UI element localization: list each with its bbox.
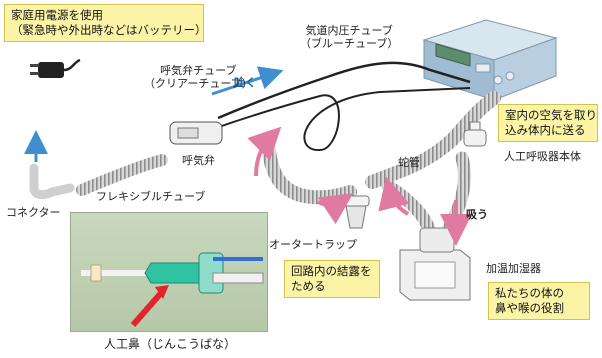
humidifier-role-note: 私たちの体の 鼻や喉の役割 xyxy=(488,282,590,320)
artificial-nose-arrow xyxy=(130,291,164,327)
exhale-tube-line1: 呼気弁チューブ xyxy=(160,64,237,77)
exhale-arrow xyxy=(211,66,284,96)
humidifier-role-line1: 私たちの体の xyxy=(495,286,564,300)
condensation-note-line1: 回路内の結露を xyxy=(291,264,372,278)
airway-pressure-tube xyxy=(217,61,471,120)
flow-arrow-mid xyxy=(378,176,410,216)
hose-humidifier xyxy=(381,179,437,239)
exhale-tube-line2: （クリアーチューブ） xyxy=(144,77,253,90)
water-trap xyxy=(342,195,370,229)
intake-filter xyxy=(463,121,487,147)
intake-note-line1: 室内の空気を取り xyxy=(505,108,597,122)
exhale-direction-label: 吐く xyxy=(234,76,256,89)
airway-tube-line1: 気道内圧チューブ xyxy=(305,24,393,37)
flexible-tube xyxy=(76,154,168,196)
inhale-label: 吸う xyxy=(466,208,488,221)
power-note: 家庭用電源を使用 （緊急時や外出時などはバッテリー） xyxy=(4,4,207,42)
artificial-nose-image xyxy=(81,252,264,327)
hose-label: 蛇管 xyxy=(398,156,420,169)
artificial-nose-label: 人工鼻（じんこうばな） xyxy=(104,337,237,351)
power-note-line2: （緊急時や外出時などはバッテリー） xyxy=(11,23,207,37)
condensation-note: 回路内の結露を ためる xyxy=(284,260,380,298)
humidifier-device xyxy=(399,227,471,301)
ventilator-unit xyxy=(422,19,558,101)
connector xyxy=(29,163,75,200)
condensation-note-line2: ためる xyxy=(291,279,326,293)
humidifier-role-line2: 鼻や喉の役割 xyxy=(495,301,564,315)
intake-note-line2: 込み体内に送る xyxy=(505,123,586,137)
exhale-tube-label: 呼気弁チューブ （クリアーチューブ） xyxy=(144,64,253,90)
power-note-line1: 家庭用電源を使用 xyxy=(11,8,103,22)
exhale-valve-label: 呼気弁 xyxy=(182,154,215,167)
flexible-tube-label: フレキシブルチューブ xyxy=(96,190,206,203)
intake-note: 室内の空気を取り 込み体内に送る xyxy=(498,104,598,142)
airway-tube-label: 気道内圧チューブ （ブルーチューブ） xyxy=(300,24,398,50)
artificial-nose-photo xyxy=(70,212,268,332)
hose-right-top xyxy=(365,91,501,189)
connector-label: コネクター xyxy=(6,206,61,219)
power-plug-icon xyxy=(30,58,81,78)
ventilator-label: 人工呼吸器本体 xyxy=(504,150,581,163)
exhale-valve-tube xyxy=(209,87,471,152)
exhale-valve xyxy=(169,121,223,145)
humidifier-label: 加温加湿器 xyxy=(486,262,541,275)
flow-arrow-left xyxy=(247,126,282,177)
water-trap-label: ウオータートラップ xyxy=(258,238,357,251)
airway-tube-line2: （ブルーチューブ） xyxy=(300,37,399,50)
flow-arrow-trap xyxy=(317,193,354,225)
